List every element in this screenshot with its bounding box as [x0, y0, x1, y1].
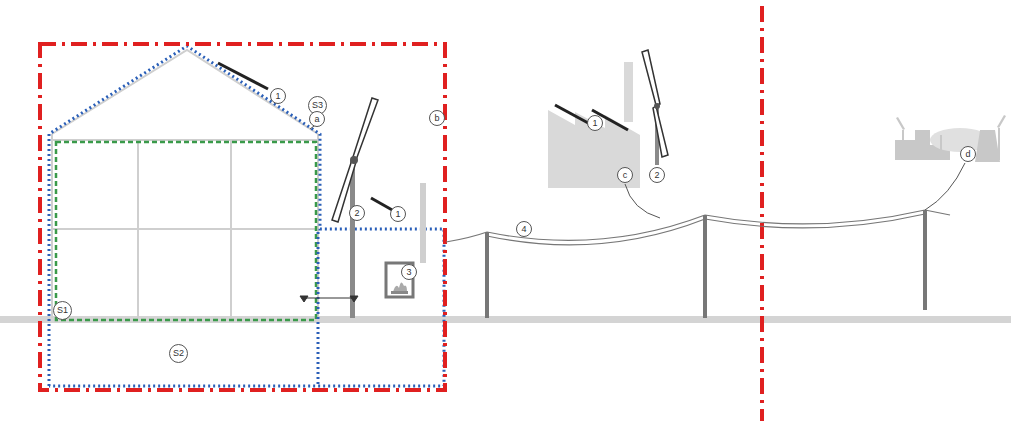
factory	[548, 62, 640, 188]
callout-number: S2	[169, 344, 188, 363]
callout-text: 2	[354, 209, 359, 218]
callout-number: 1	[270, 88, 286, 104]
callout-text: 1	[395, 210, 400, 219]
callout-text: a	[314, 115, 319, 124]
wind-turbine	[642, 50, 668, 165]
callout-number: 1	[390, 206, 406, 222]
callout-number: S1	[53, 301, 72, 320]
house-frame	[52, 50, 318, 318]
callout-number: 2	[649, 167, 665, 183]
callout-number: 2	[349, 205, 365, 221]
boiler	[386, 263, 413, 297]
callout-number: d	[960, 146, 976, 162]
callout-text: d	[965, 150, 970, 159]
callout-text: S2	[173, 349, 184, 358]
callout-text: S1	[57, 306, 68, 315]
solar-panel	[218, 63, 268, 89]
flue-pipe	[420, 183, 426, 263]
s1-boundary	[56, 142, 316, 320]
wind-turbine	[332, 98, 378, 318]
callout-text: 4	[521, 225, 526, 234]
power-plant	[895, 115, 1006, 162]
callout-text: 1	[275, 92, 280, 101]
callout-text: b	[434, 114, 439, 123]
exchange-arrow	[300, 296, 358, 302]
callout-number: b	[429, 110, 445, 126]
system-boundary	[40, 6, 762, 421]
leader-line	[310, 120, 965, 218]
power-grid	[446, 210, 950, 318]
callout-number: 1	[587, 115, 603, 131]
callout-text: S3	[312, 101, 323, 110]
callout-number: 4	[516, 221, 532, 237]
callout-text: 2	[654, 171, 659, 180]
callout-number: a	[309, 111, 325, 127]
s2-s3-boundary	[49, 46, 444, 386]
callout-number: c	[617, 167, 633, 183]
callout-text: 3	[406, 268, 411, 277]
callout-number: 3	[401, 264, 417, 280]
callout-text: c	[623, 171, 628, 180]
callout-text: 1	[592, 119, 597, 128]
